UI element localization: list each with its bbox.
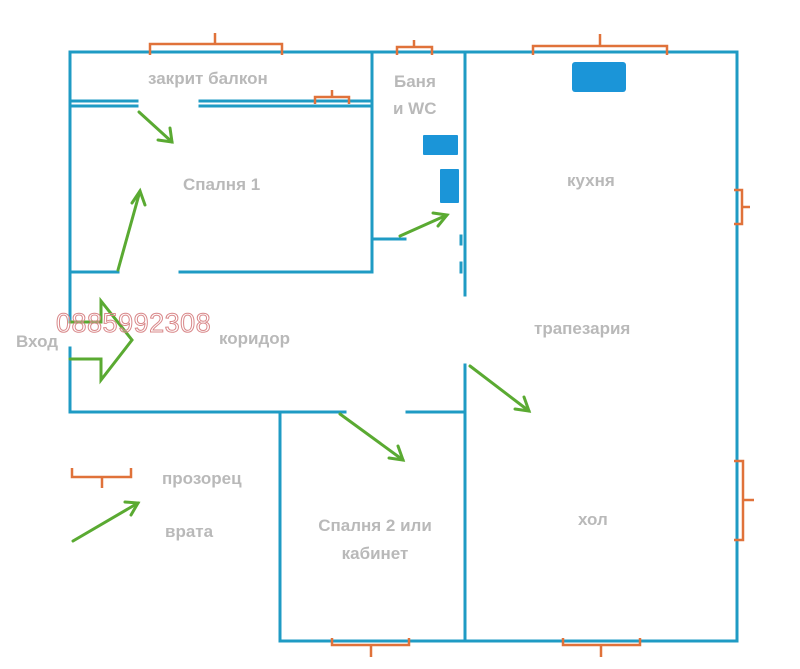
walls (68, 50, 739, 643)
room-label-kitchen: кухня (567, 171, 615, 190)
watermark-phone: 0885992308 (55, 308, 212, 339)
window-balcony-inner (313, 90, 351, 104)
windows (70, 33, 754, 657)
room-label-corridor: коридор (219, 329, 291, 348)
bath-toilet-icon (440, 169, 459, 203)
door-arrow-balcony (137, 110, 174, 144)
legend-door-label: врата (165, 522, 214, 541)
room-label-living: хол (578, 510, 608, 529)
room-label-bathroom-line1: Баня (394, 72, 436, 91)
legend-door-symbol (71, 500, 141, 543)
room-label-balcony: закрит балкон (148, 69, 268, 88)
door-arrow-bathroom (398, 211, 450, 238)
kitchen-sink-icon (572, 62, 626, 92)
fixtures (423, 62, 626, 203)
window-living-right (734, 459, 754, 542)
entrance-label: Вход (16, 332, 59, 351)
legend-window-symbol (70, 468, 133, 488)
window-kitchen-right (734, 188, 750, 226)
legend-window-label: прозорец (162, 469, 242, 488)
entrance-arrow-icon (68, 296, 134, 385)
window-balcony (148, 33, 284, 55)
window-living-bottom (561, 638, 642, 657)
room-label-bedroom1: Спалня 1 (183, 175, 261, 194)
room-label-dining: трапезария (534, 319, 631, 338)
door-arrow-living (468, 364, 532, 413)
room-label-bedroom2-line1: Спалня 2 или (318, 516, 432, 535)
bath-sink-icon (423, 135, 458, 155)
room-label-bathroom-line2: и WC (393, 99, 437, 118)
door-arrow-bedroom1 (116, 187, 147, 272)
doors (68, 110, 532, 543)
window-bedroom2-bottom (330, 638, 411, 657)
room-label-bedroom2-line2: кабинет (341, 544, 409, 563)
door-arrow-bedroom2 (338, 412, 406, 462)
window-kitchen (531, 34, 669, 55)
window-bath (395, 40, 434, 55)
